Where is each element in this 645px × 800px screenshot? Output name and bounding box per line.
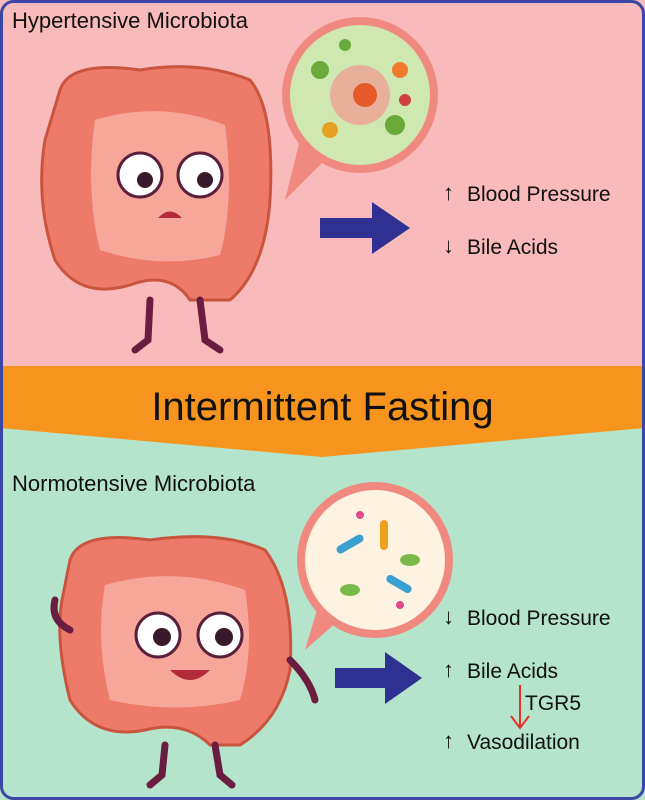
result-arrow-icon xyxy=(335,652,422,704)
pathogenic-microbe-bubble xyxy=(282,17,438,200)
arrow-up-icon: ↑ xyxy=(443,657,454,682)
intermittent-fasting-band xyxy=(0,366,645,457)
healthy-microbe-bubble xyxy=(297,482,453,650)
hypertensive-panel-title: Hypertensive Microbiota xyxy=(12,8,248,33)
effect-label: Blood Pressure xyxy=(467,607,611,630)
sad-intestine-illustration xyxy=(40,65,273,354)
arrow-up-icon: ↑ xyxy=(443,180,454,205)
arrow-up-icon: ↑ xyxy=(443,728,454,753)
tgr5-label: TGR5 xyxy=(525,692,582,715)
arrow-down-icon: ↓ xyxy=(443,233,454,258)
effect-label: Bile Acids xyxy=(467,660,559,683)
tgr5-pathway-arrow-icon xyxy=(510,685,530,730)
result-arrow-icon xyxy=(320,202,410,254)
happy-intestine-illustration xyxy=(50,535,319,789)
effect-label: Bile Acids xyxy=(467,236,559,259)
normotensive-panel-title: Normotensive Microbiota xyxy=(12,471,256,496)
effect-label: Blood Pressure xyxy=(467,183,611,206)
effect-label: Vasodilation xyxy=(467,731,580,754)
arrow-down-icon: ↓ xyxy=(443,604,454,629)
intervention-title: Intermittent Fasting xyxy=(151,385,494,429)
